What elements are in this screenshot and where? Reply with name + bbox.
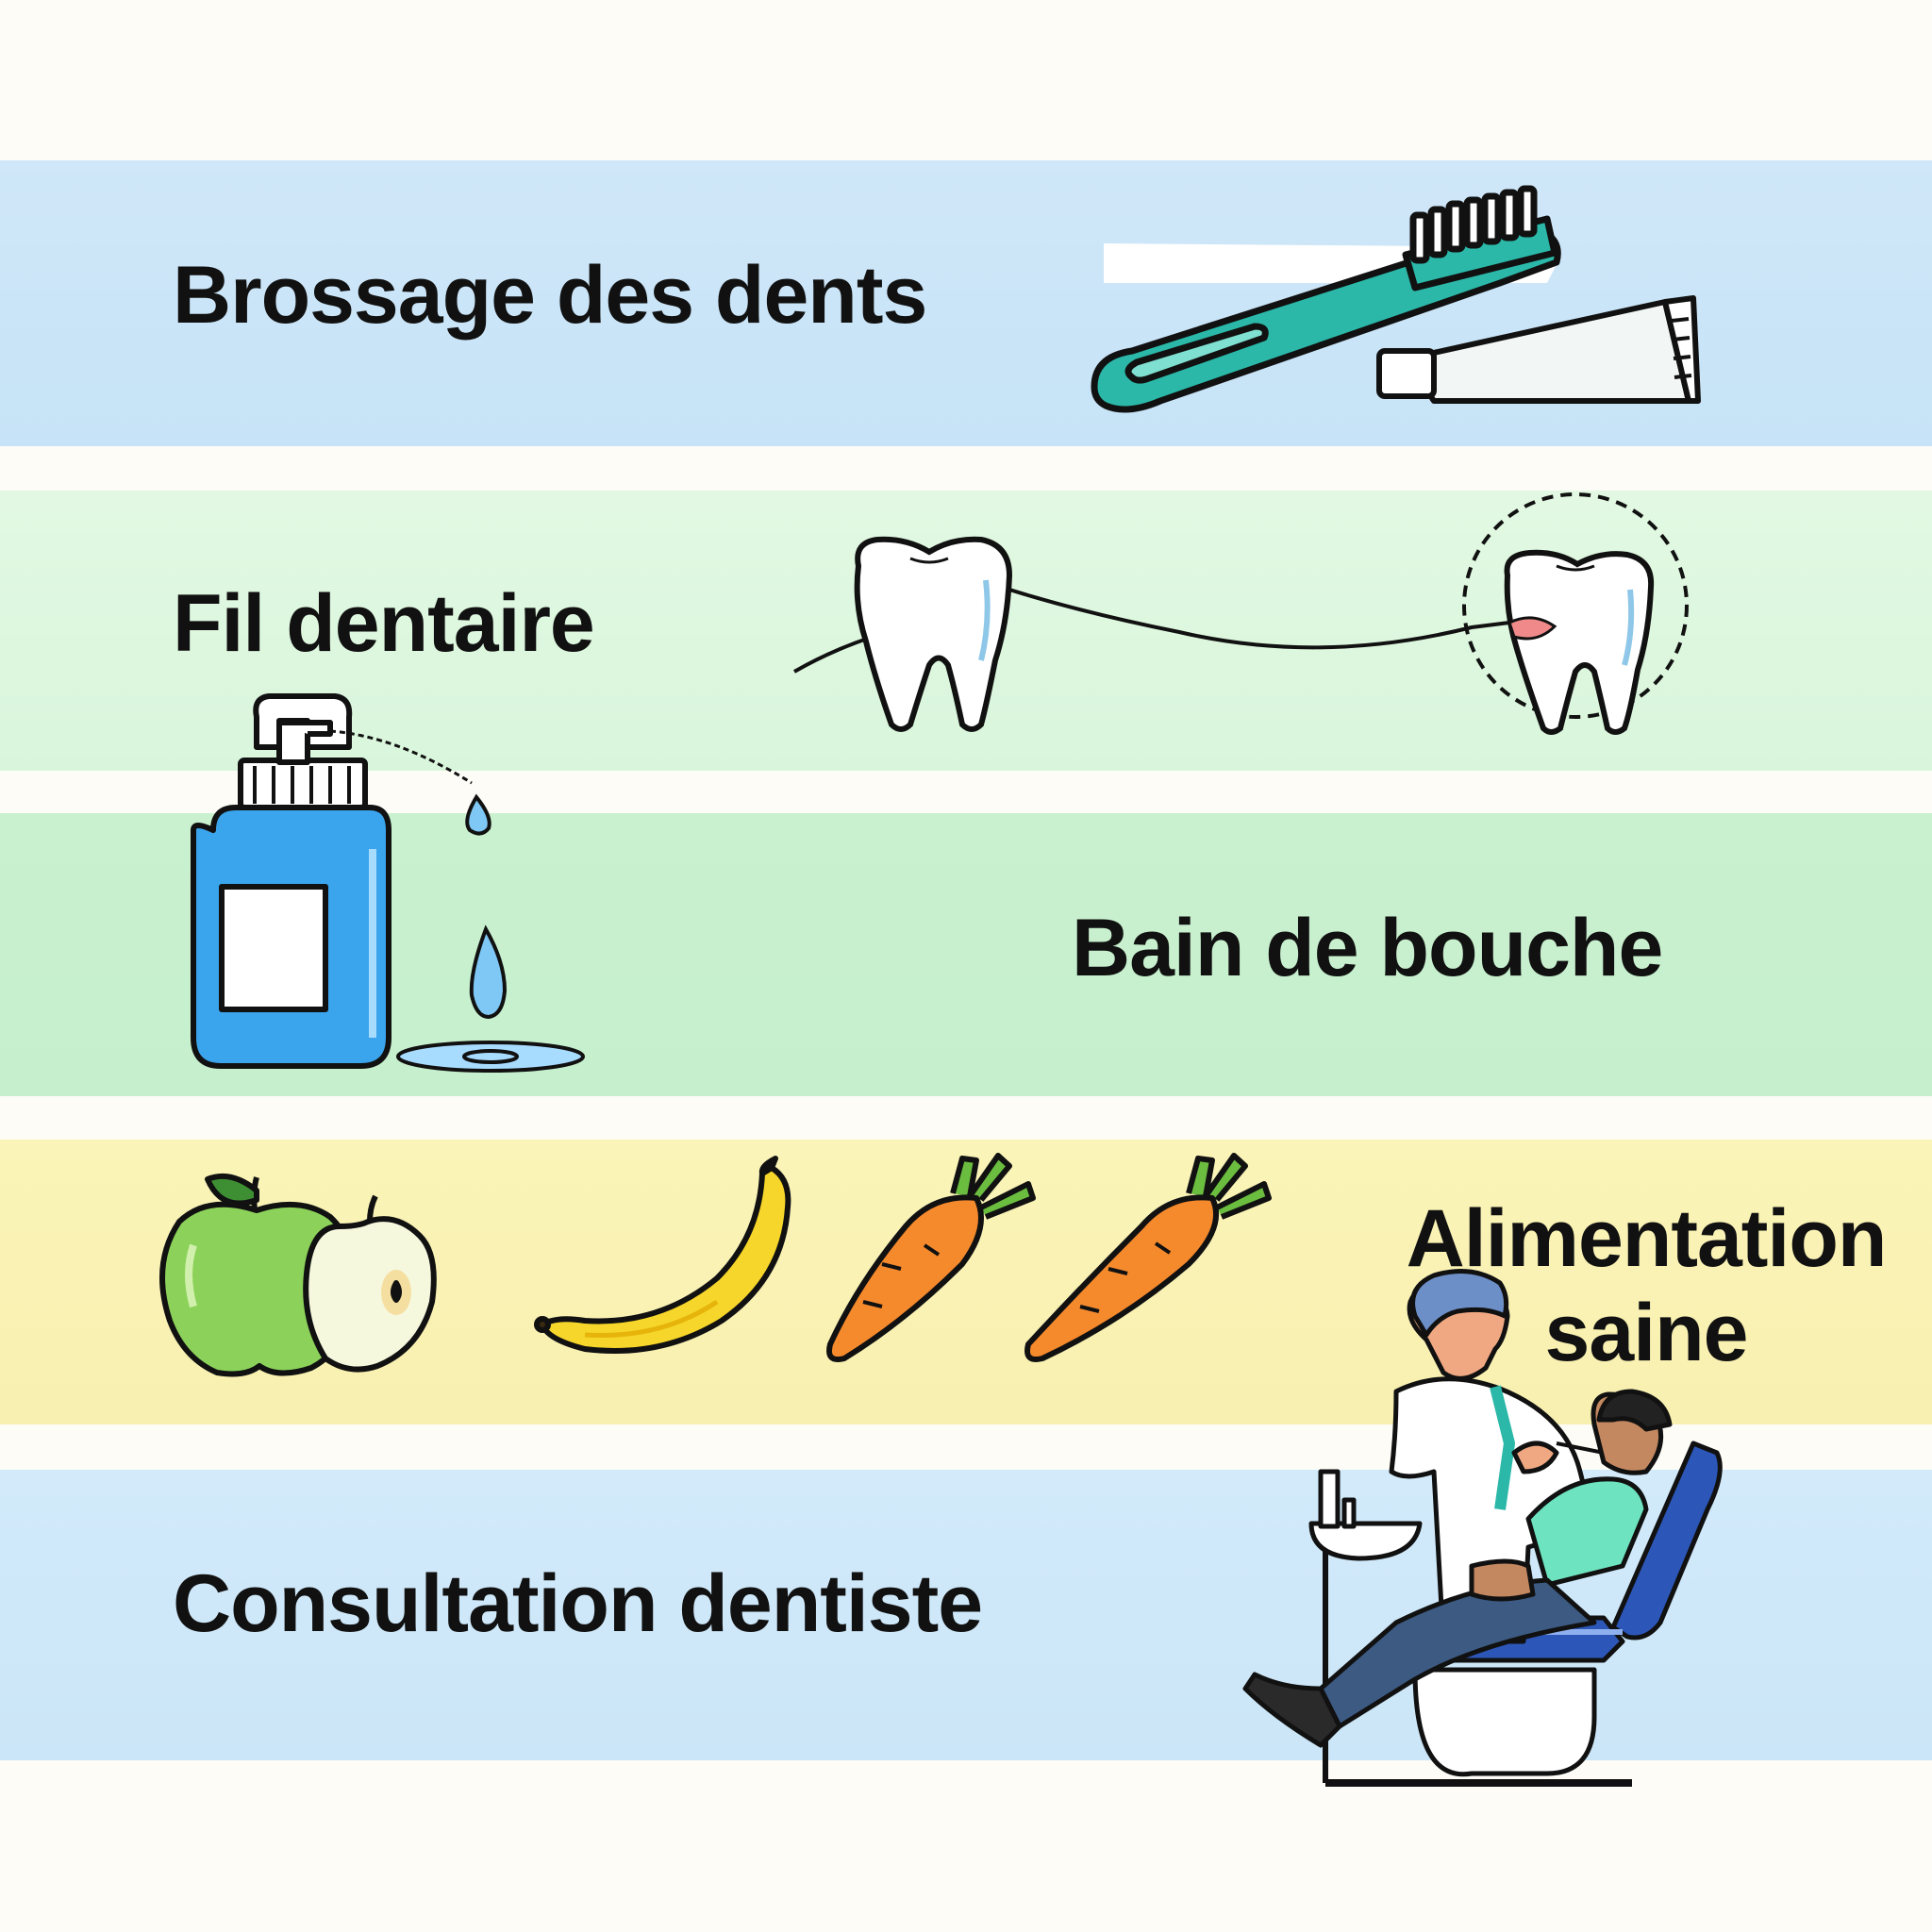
droplet-icon	[396, 793, 585, 1073]
toothbrush-icon	[1091, 185, 1561, 413]
carrot-icon	[1024, 1153, 1272, 1362]
tooth-icon	[854, 536, 1013, 732]
label-nutrition-line1: Alimentation	[1406, 1193, 1888, 1284]
label-dentist-visit: Consultation dentiste	[173, 1558, 983, 1649]
patient-icon	[1242, 1389, 1673, 1748]
label-nutrition: Alimentation saine	[1373, 1191, 1920, 1380]
banana-icon	[534, 1156, 791, 1354]
dental-chair-icon	[1308, 1441, 1723, 1787]
label-floss: Fil dentaire	[173, 578, 595, 669]
label-brushing: Brossage des dents	[173, 250, 927, 341]
label-nutrition-line2: saine	[1544, 1288, 1749, 1378]
toothpaste-icon	[1376, 295, 1701, 404]
mouthwash-bottle-icon	[191, 693, 473, 1069]
dentist-icon	[1389, 1269, 1605, 1644]
tooth-icon-with-floss	[1462, 492, 1689, 735]
apple-icon	[159, 1174, 437, 1377]
label-mouthwash: Bain de bouche	[1072, 903, 1663, 993]
carrot-icon	[826, 1153, 1036, 1362]
